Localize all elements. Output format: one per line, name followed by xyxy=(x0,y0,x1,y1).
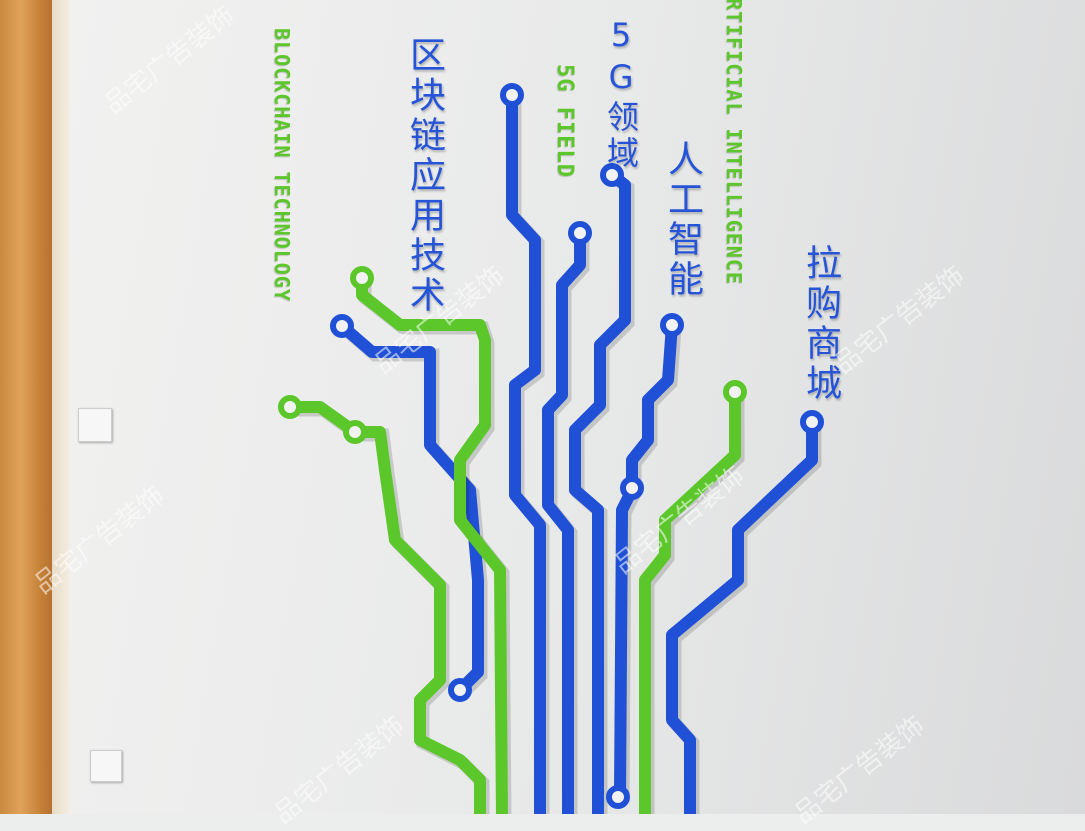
circuit-node xyxy=(568,221,592,245)
blockchain-cn-label: 区块链应用技术 xyxy=(404,36,445,316)
circuit-node xyxy=(723,380,747,404)
blue-circuit-trace xyxy=(338,321,484,695)
circuit-node xyxy=(620,476,644,500)
blue-circuit-trace xyxy=(569,170,631,814)
blue-circuit-trace xyxy=(666,422,818,814)
wall xyxy=(70,0,1085,814)
circuit-node xyxy=(448,678,472,702)
5g-cn-label: 5G领域 xyxy=(602,16,640,172)
circuit-node xyxy=(500,83,524,107)
circuit-node xyxy=(278,395,302,419)
circuit-node xyxy=(800,410,824,434)
blockchain-en-label: BLOCKCHAIN TECHNOLOGY xyxy=(270,28,294,302)
green-circuit-trace xyxy=(356,278,508,814)
circuit-node xyxy=(606,785,630,809)
door-edge xyxy=(52,0,70,814)
circuit-node xyxy=(600,163,624,187)
blue-circuit-trace xyxy=(614,324,678,796)
power-socket xyxy=(90,750,122,782)
light-switch xyxy=(78,408,112,442)
circuit-node xyxy=(343,420,367,444)
blue-circuit-trace xyxy=(506,95,546,814)
wooden-door-frame xyxy=(0,0,52,814)
mall-cn-label: 拉购商城 xyxy=(800,244,841,404)
circuit-node xyxy=(660,313,684,337)
circuit-node xyxy=(330,314,354,338)
blue-circuit-trace xyxy=(542,233,586,814)
5g-en-label: 5G FIELD xyxy=(552,64,577,178)
circuit-node xyxy=(350,266,374,290)
circuit-lines xyxy=(278,83,824,814)
green-circuit-trace xyxy=(639,392,741,814)
ai-en-label: RTIFICIAL INTELLIGENCE xyxy=(722,0,746,285)
ai-cn-label: 人工智能 xyxy=(662,140,703,300)
